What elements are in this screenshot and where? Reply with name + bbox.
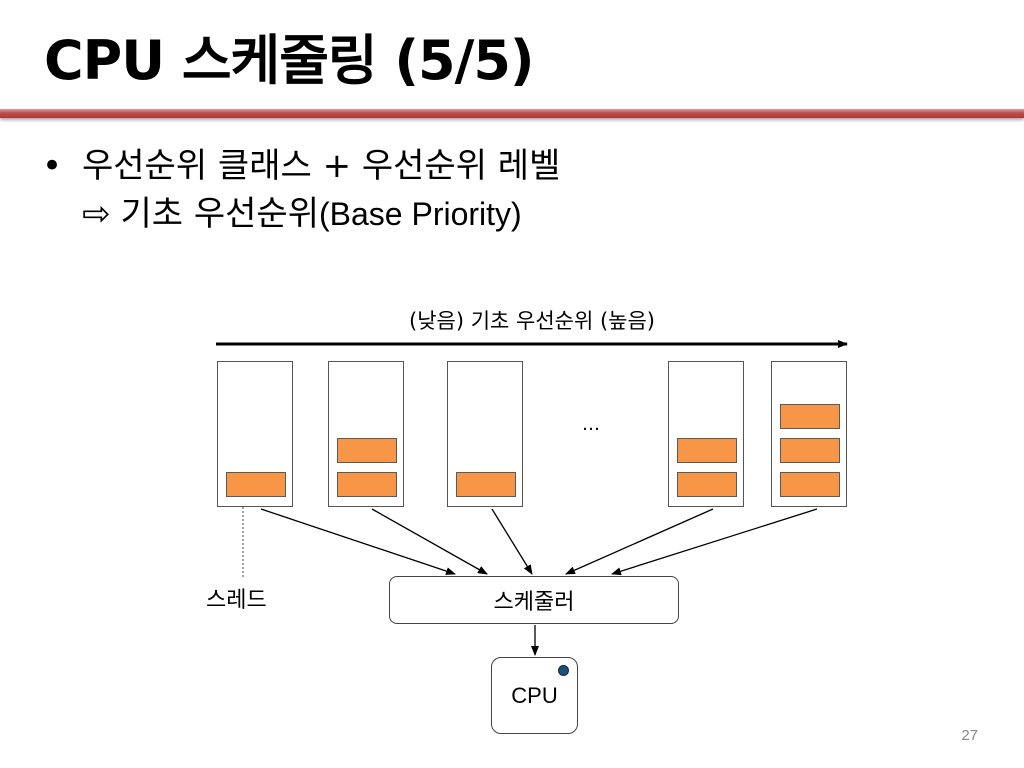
thread-block <box>677 472 737 497</box>
scheduler-box: 스케줄러 <box>389 576 679 624</box>
thread-block <box>337 472 397 497</box>
slide-title: CPU 스케줄링 (5/5) <box>44 29 535 92</box>
thread-block <box>780 472 840 497</box>
priority-axis-label: (낮음) 기초 우선순위 (높음) <box>409 309 655 333</box>
thread-block <box>677 438 737 463</box>
thread-label: 스레드 <box>206 588 267 613</box>
thread-block <box>780 404 840 429</box>
thread-block <box>337 438 397 463</box>
bullet-subline: ⇨기초 우선순위(Base Priority) <box>82 190 560 238</box>
title-divider <box>0 109 1024 118</box>
queue-3-arrow <box>491 508 533 575</box>
priority-queue-1 <box>217 361 293 507</box>
cpu-indicator-dot <box>558 665 569 676</box>
bullet-marker: • <box>42 146 63 186</box>
thread-block <box>226 472 286 497</box>
queue-2-arrow <box>371 508 488 575</box>
priority-queue-4 <box>668 361 744 507</box>
thread-block <box>456 472 516 497</box>
cpu-label: CPU <box>511 682 558 708</box>
ellipsis: … <box>582 414 600 435</box>
queue-1-arrow <box>260 508 456 575</box>
base-priority-english: (Base Priority) <box>319 196 522 232</box>
bullet-text: 우선순위 클래스 + 우선순위 레벨 <box>82 146 561 186</box>
thread-block <box>780 438 840 463</box>
scheduler-label: 스케줄러 <box>493 590 575 615</box>
cpu-box: CPU <box>491 657 578 734</box>
priority-queue-2 <box>328 361 404 507</box>
bullet-item: • 우선순위 클래스 + 우선순위 레벨 <box>42 142 560 190</box>
page-number: 27 <box>961 727 978 744</box>
queue-5-arrow <box>611 508 818 576</box>
bullet-list: • 우선순위 클래스 + 우선순위 레벨 ⇨기초 우선순위(Base Prior… <box>42 142 560 238</box>
priority-queue-3 <box>447 361 523 507</box>
base-priority-korean: 기초 우선순위 <box>120 194 320 234</box>
queue-4-arrow <box>565 508 714 575</box>
priority-queue-5 <box>771 361 847 507</box>
right-arrow-icon: ⇨ <box>82 194 111 234</box>
